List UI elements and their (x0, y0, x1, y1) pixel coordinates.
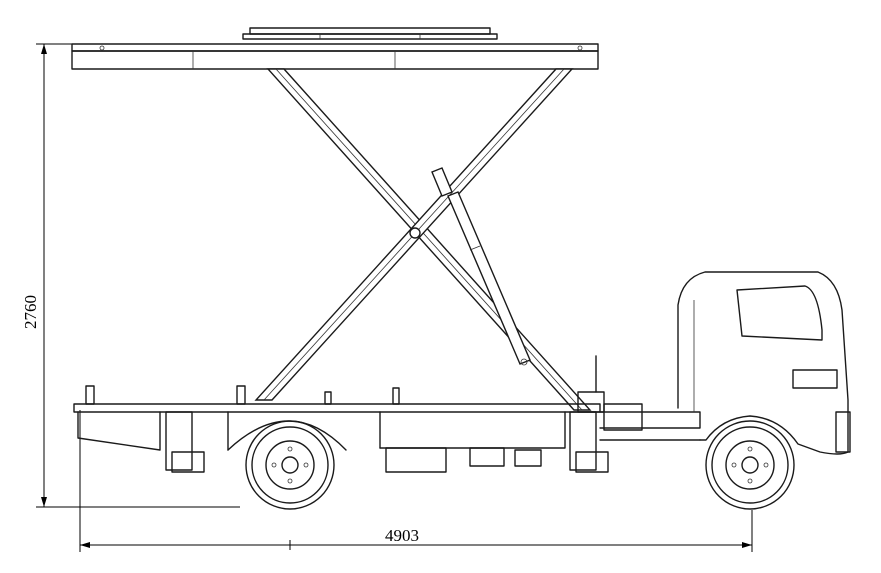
length-dimension-label: 4903 (385, 526, 419, 545)
lift-platform (71, 27, 599, 70)
truck-cab (677, 271, 851, 455)
front-wheel (705, 420, 795, 510)
length-dimension: 4903 (79, 410, 753, 552)
scissor-arms (254, 68, 592, 411)
rear-wheel (245, 420, 335, 510)
truck-chassis (73, 355, 701, 473)
height-dimension: 2760 (21, 43, 240, 508)
height-dimension-label: 2760 (21, 295, 40, 329)
